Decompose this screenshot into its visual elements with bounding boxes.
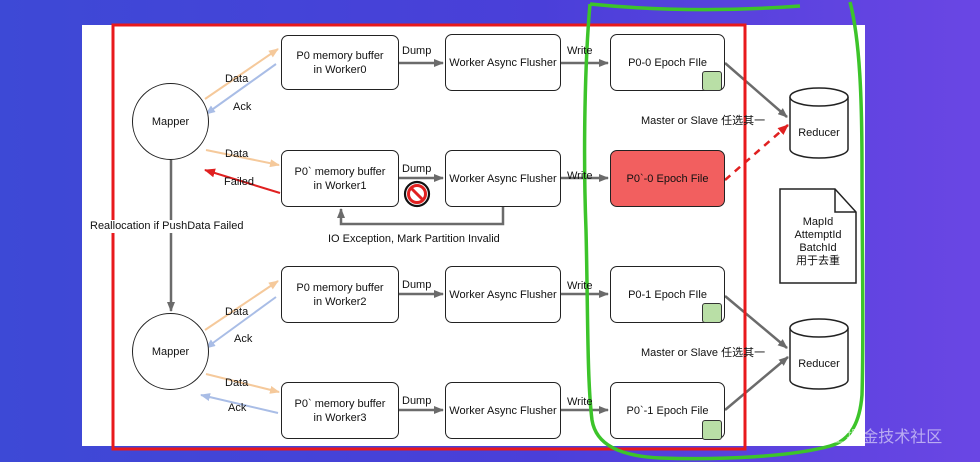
flusher-worker2-label: Worker Async Flusher: [449, 288, 557, 301]
document-note: MapId AttemptId BatchId 用于去重: [779, 216, 857, 268]
reallocation-label: Reallocation if PushData Failed: [90, 220, 244, 233]
flusher-worker3: Worker Async Flusher: [445, 382, 561, 439]
dump-label-1: Dump: [402, 163, 432, 175]
flusher-worker0: Worker Async Flusher: [445, 34, 561, 91]
buffer-worker2-label: P0 memory buffer in Worker2: [296, 281, 384, 308]
reducer-bottom-cylinder: [789, 318, 849, 390]
ack-label-2: Ack: [234, 333, 253, 345]
ack-arrow-2: [205, 296, 277, 349]
green-highlight-outline: [582, 1, 865, 461]
red-highlight-box: [111, 23, 747, 451]
data-arrow-0: [204, 48, 279, 100]
ack-label-0: Ack: [233, 101, 252, 113]
ack-arrow-0: [205, 63, 277, 115]
mapper-bottom-label: Mapper: [151, 345, 190, 358]
data-arrow-1: [205, 149, 280, 168]
file-to-reducer-2: [724, 295, 788, 349]
file-to-reducer-1: [724, 124, 789, 181]
reducer-top-label: Reducer: [798, 127, 840, 139]
epoch-file-p0-1-label: P0-1 Epoch FIle: [628, 288, 707, 301]
document-note-line-0: MapId: [802, 216, 834, 228]
data-label-1: Data: [225, 148, 249, 160]
buffer-worker0-label: P0 memory buffer in Worker0: [296, 49, 384, 76]
epoch-file-p0prime-1-label: P0`-1 Epoch File: [626, 404, 709, 417]
file-to-reducer-0: [724, 62, 788, 118]
data-label-0: Data: [225, 73, 249, 85]
mapper-top: Mapper: [132, 83, 209, 160]
buffer-worker3-label: P0` memory buffer in Worker3: [294, 397, 386, 424]
document-note-line-3: 用于去重: [796, 255, 840, 267]
no-entry-icon: [403, 180, 431, 208]
buffer-worker1-label: P0` memory buffer in Worker1: [294, 165, 386, 192]
watermark: @稀土掘金技术社区: [798, 429, 943, 446]
write-label-0: Write: [567, 45, 593, 57]
io-exception-loop: [337, 207, 505, 226]
dump-label-2: Dump: [402, 279, 432, 291]
epoch-file-p0-0-label: P0-0 Epoch FIle: [628, 56, 707, 69]
data-arrow-3: [205, 373, 280, 394]
epoch-file-p0prime-0-label: P0`-0 Epoch File: [626, 172, 709, 185]
flusher-worker1-label: Worker Async Flusher: [449, 172, 557, 185]
flusher-worker2: Worker Async Flusher: [445, 266, 561, 323]
write-label-2: Write: [567, 280, 593, 292]
reducer-top-cylinder: [789, 87, 849, 159]
buffer-worker3: P0` memory buffer in Worker3: [281, 382, 399, 439]
io-exception-label: IO Exception, Mark Partition Invalid: [328, 233, 500, 245]
document-icon: [779, 188, 857, 284]
write-label-1: Write: [567, 170, 593, 182]
green-status-square-0: [702, 71, 722, 91]
failed-arrow: [204, 168, 281, 194]
buffer-worker1: P0` memory buffer in Worker1: [281, 150, 399, 207]
data-arrow-2: [204, 280, 279, 331]
document-note-line-2: BatchId: [799, 242, 837, 254]
flusher-worker0-label: Worker Async Flusher: [449, 56, 557, 69]
master-slave-label-0: Master or Slave 任选其一: [641, 115, 766, 127]
mapper-bottom: Mapper: [132, 313, 209, 390]
dump-label-0: Dump: [402, 45, 432, 57]
failed-label: Failed: [224, 176, 254, 188]
file-to-reducer-3: [724, 356, 789, 411]
buffer-worker0: P0 memory buffer in Worker0: [281, 35, 399, 90]
reducer-bottom-label: Reducer: [798, 358, 840, 370]
flusher-worker1: Worker Async Flusher: [445, 150, 561, 207]
green-status-square-3: [702, 420, 722, 440]
data-label-3: Data: [225, 377, 249, 389]
mapper-top-label: Mapper: [151, 115, 190, 128]
master-slave-label-1: Master or Slave 任选其一: [641, 347, 766, 359]
ack-arrow-3: [200, 393, 279, 414]
flusher-worker3-label: Worker Async Flusher: [449, 404, 557, 417]
epoch-file-p0prime-0: P0`-0 Epoch File: [610, 150, 725, 207]
dump-label-3: Dump: [402, 395, 432, 407]
green-status-square-2: [702, 303, 722, 323]
ack-label-3: Ack: [228, 402, 247, 414]
write-label-3: Write: [567, 396, 593, 408]
data-label-2: Data: [225, 306, 249, 318]
buffer-worker2: P0 memory buffer in Worker2: [281, 266, 399, 323]
document-note-line-1: AttemptId: [794, 229, 842, 241]
